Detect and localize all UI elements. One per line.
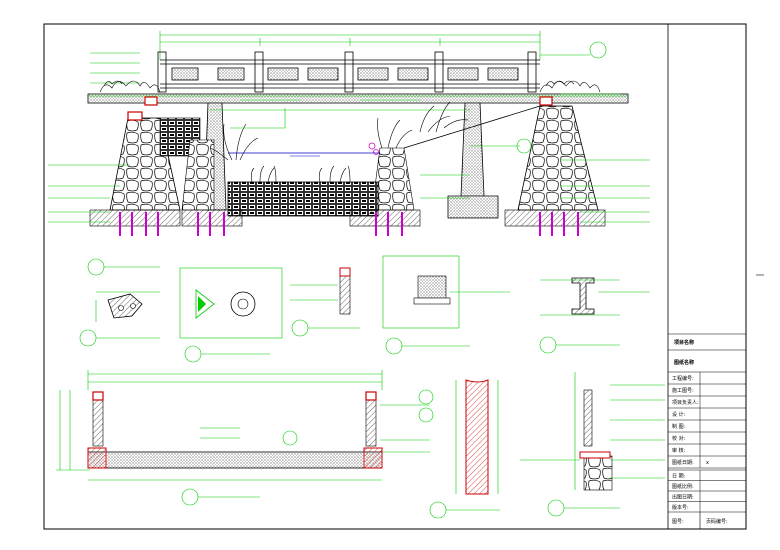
detail-row [79, 255, 650, 363]
sheet-frame [43, 23, 747, 530]
footer-left-label: 图号: [672, 519, 684, 525]
title-block: 项目名称 图纸名称 工程编号: 施工图号: 项目负责人: 设 计: 制 图: 校 对: 审 … [667, 24, 746, 529]
title-block-row-label: 设 计: [672, 411, 686, 418]
title-block-row-label: 施工图号: [672, 387, 694, 394]
title-block-row-label: 图纸日期: [672, 459, 694, 466]
title-block-row-label: 制 图: [672, 423, 686, 430]
detail-geometry [107, 267, 595, 319]
edge-section-detail [520, 372, 665, 517]
title-block-lower-label: 出图日期: [672, 494, 694, 501]
title-block-row-value: x [706, 460, 709, 466]
drawing-name-label: 图纸名称 [674, 359, 694, 366]
title-block-row-label: 审 核: [672, 447, 686, 454]
title-block-lower-label: 版本号: [672, 504, 689, 511]
title-block-row-label: 工程编号: [672, 375, 694, 382]
title-block-lower-label: 图纸比例: [672, 483, 694, 490]
project-name-label: 项目名称 [674, 339, 694, 346]
footer-right-label: 页码编号: [706, 518, 728, 525]
title-block-row-label: 校 对: [672, 435, 686, 442]
bridge-section [56, 370, 434, 506]
bridge-elevation [48, 31, 650, 236]
title-block-row-label: 项目负责人: [672, 399, 699, 406]
title-block-lower-label: 日 期: [672, 474, 686, 480]
railing-profile [429, 379, 500, 519]
